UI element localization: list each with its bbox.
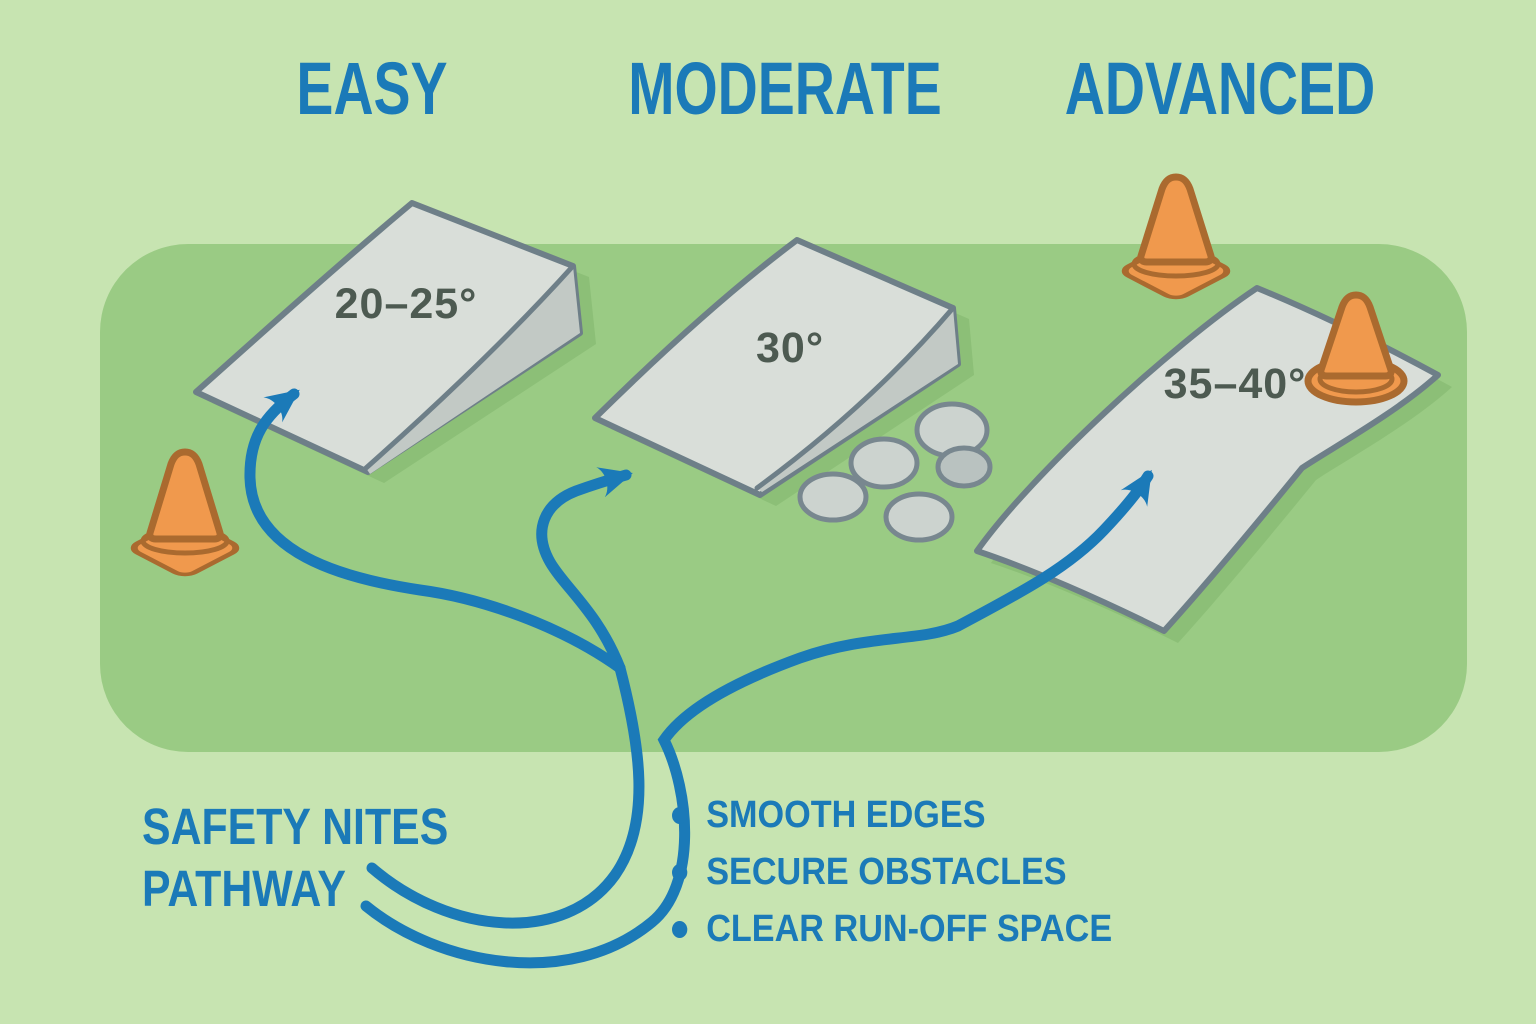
moderate-ramp-angle-label: 30° (755, 324, 825, 372)
list-item: SECURE OBSTACLES (672, 850, 1112, 893)
list-item: SMOOTH EDGES (672, 793, 1112, 836)
safety-item-label: SMOOTH EDGES (706, 793, 986, 836)
safety-notes-list: SMOOTH EDGES SECURE OBSTACLES CLEAR RUN-… (672, 793, 1161, 966)
safety-notes-title: SAFETY NITES PATHWAY (142, 796, 448, 920)
advanced-ramp-angle-label: 35–40° (1163, 360, 1307, 408)
moderate-ramp-shape (592, 237, 974, 506)
traffic-cone-icon (1121, 173, 1231, 300)
easy-heading: EASY (296, 47, 448, 130)
arrow-to-easy-ramp (244, 388, 626, 674)
bullet-dot-icon (672, 806, 688, 824)
traffic-cone-icon (130, 448, 240, 577)
traffic-cone-icon (1304, 291, 1408, 406)
easy-ramp-angle-label: 20–25° (334, 280, 478, 328)
safety-notes-title-line2: PATHWAY (142, 860, 346, 917)
list-item: CLEAR RUN-OFF SPACE (672, 907, 1113, 950)
arrow-to-advanced-ramp (360, 469, 1154, 969)
safety-item-label: CLEAR RUN-OFF SPACE (706, 907, 1113, 950)
safety-notes-title-line1: SAFETY NITES (142, 798, 449, 855)
bullet-dot-icon (672, 920, 688, 938)
bullet-dot-icon (672, 863, 688, 881)
safety-item-label: SECURE OBSTACLES (706, 850, 1067, 893)
moderate-heading: MODERATE (628, 47, 942, 130)
rocks-icon (797, 401, 993, 543)
curved-pathway-arrow-icon (244, 388, 1154, 969)
advanced-heading: ADVANCED (1064, 47, 1376, 130)
